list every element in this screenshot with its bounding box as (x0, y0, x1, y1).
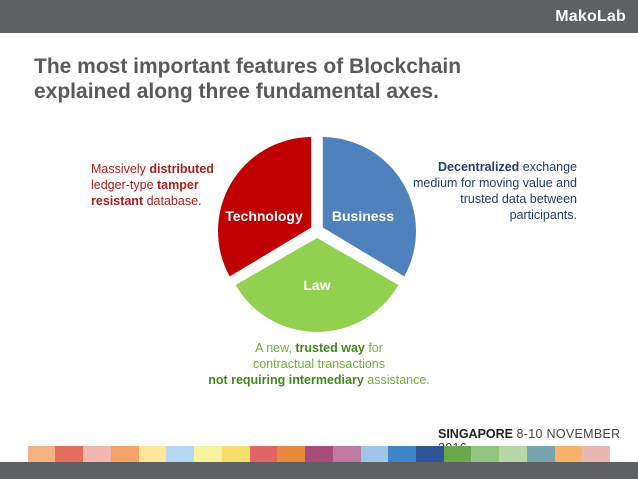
strip-block (388, 446, 417, 462)
strip-block (55, 446, 84, 462)
strip-block (83, 446, 111, 462)
caption-emphasis: distributed (149, 162, 214, 176)
segment-business (322, 137, 416, 277)
title-line-2: explained along three fundamental axes. (34, 80, 439, 103)
slide-title: The most important features of Blockchai… (34, 54, 594, 104)
strip-block (610, 446, 638, 462)
strip-block (443, 446, 472, 462)
caption-emphasis: Decentralized (438, 160, 520, 174)
caption-emphasis: not requiring intermediary (208, 373, 364, 387)
caption-text: medium for moving value and (413, 176, 577, 190)
bottom-bar (0, 462, 638, 479)
caption-text: A new, (255, 341, 296, 355)
strip-block (166, 446, 195, 462)
strip-block (27, 446, 56, 462)
event-city: SINGAPORE (438, 427, 514, 441)
strip-block (249, 446, 278, 462)
top-bar: MakoLab (0, 0, 638, 33)
strip-block (582, 446, 611, 462)
caption-text: database. (143, 194, 202, 208)
caption-emphasis: trusted way (295, 341, 365, 355)
strip-block (332, 446, 361, 462)
strip-block (138, 446, 167, 462)
strip-block (221, 446, 250, 462)
strip-block (416, 446, 444, 462)
segment-label-law: Law (303, 277, 330, 293)
law-caption: A new, trusted way for contractual trans… (190, 340, 448, 388)
caption-text: participants. (509, 208, 577, 222)
strip-block (499, 446, 527, 462)
technology-caption: Massively distributed ledger-type tamper… (91, 161, 231, 209)
strip-block (194, 446, 222, 462)
makolab-logo: MakoLab (555, 8, 626, 25)
caption-text: ledger-type (91, 178, 158, 192)
strip-block (0, 446, 28, 462)
caption-emphasis: tamper (157, 178, 199, 192)
strip-block (305, 446, 333, 462)
strip-block (554, 446, 583, 462)
business-caption: Decentralized exchange medium for moving… (395, 159, 577, 223)
caption-text: trusted data between (460, 192, 577, 206)
segment-technology (218, 137, 312, 277)
segment-law (235, 238, 399, 332)
title-line-1: The most important features of Blockchai… (34, 55, 462, 78)
caption-text: assistance. (363, 373, 430, 387)
strip-block (277, 446, 306, 462)
color-strip (0, 446, 638, 462)
strip-block (360, 446, 389, 462)
caption-text: for (364, 341, 383, 355)
segment-label-technology: Technology (225, 208, 303, 224)
strip-block (526, 446, 555, 462)
strip-block (471, 446, 500, 462)
caption-emphasis: resistant (91, 194, 144, 208)
strip-block (110, 446, 139, 462)
caption-text: contractual transactions (252, 357, 385, 371)
caption-text: Massively (91, 162, 150, 176)
segment-label-business: Business (332, 208, 394, 224)
caption-text: exchange (519, 160, 577, 174)
